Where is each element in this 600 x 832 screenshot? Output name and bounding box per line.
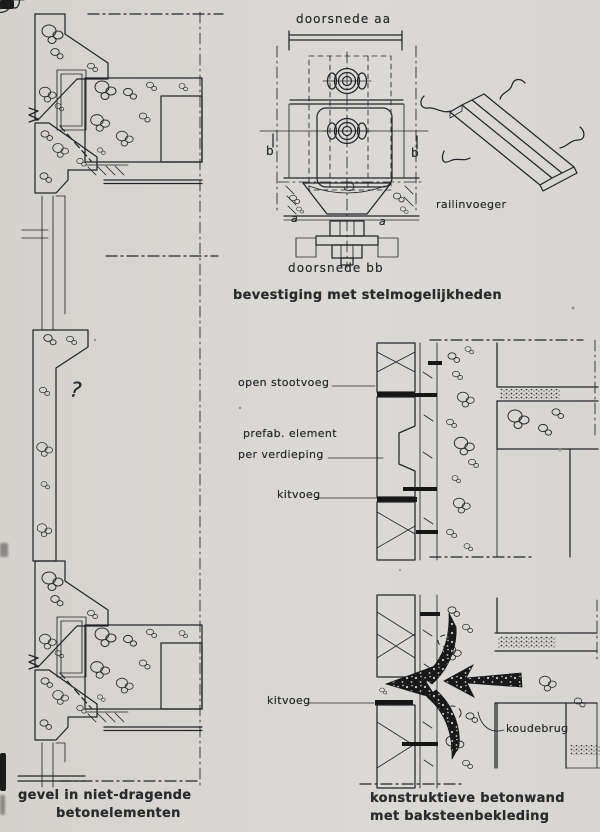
leader-koudebrug (477, 711, 505, 732)
joint-detail-bottom (29, 561, 202, 740)
wall-section-bottom-drawing (308, 594, 600, 789)
brick-veneer-lower (376, 704, 416, 789)
brick-veneer-upper (376, 594, 416, 678)
floor-slab-upper (496, 386, 599, 436)
spandrel-panel (32, 329, 89, 562)
wall-section-mid-drawing (316, 339, 599, 561)
wall-anchor (402, 742, 438, 746)
heat-flow-arrows (384, 612, 523, 760)
scan-artifact (0, 543, 8, 557)
caption-right-line1: konstruktieve betonwand (370, 791, 565, 806)
concrete-wall-mid (446, 342, 498, 552)
anchor-hooks (420, 78, 585, 163)
label-open-stootvoeg: open stootvoeg (238, 376, 330, 389)
section-marker-a-left: a (291, 212, 298, 225)
rail-channel-section (302, 182, 392, 215)
scan-artifact (0, 753, 6, 791)
facade-section-drawing (17, 11, 224, 789)
wall-corner-lower (359, 702, 600, 785)
floor-slab-upper (494, 599, 598, 661)
rail-inserter-drawing (420, 78, 585, 192)
adjusting-plate (316, 107, 393, 188)
wall-anchor (403, 487, 437, 491)
label-koudebrug: koudebrug (506, 722, 569, 735)
label-kitvoeg-mid: kitvoeg (277, 488, 321, 501)
section-marker-b-right: b (411, 146, 420, 160)
label-railinvoeger: railinvoeger (436, 198, 507, 211)
wall-anchor (420, 612, 440, 616)
caption-right-line2: met baksteenbekleding (370, 809, 550, 824)
wall-anchor (428, 361, 442, 365)
wall-corner-lower (429, 448, 599, 558)
hook-curl (343, 182, 355, 192)
section-bb-drawing (277, 177, 425, 266)
kitvoeg-joint-mid (377, 497, 417, 502)
label-prefab-element-line1: prefab. element (243, 427, 337, 440)
bolt-upper (322, 67, 372, 95)
section-line-bb (259, 130, 429, 150)
prefab-element (376, 396, 416, 498)
wall-anchor (407, 393, 437, 397)
housing-dashed-outline (308, 55, 392, 191)
open-stootvoeg-joint (377, 392, 415, 397)
kitvoeg-joint-bottom (375, 700, 413, 706)
lower-curved-arrow (426, 689, 460, 760)
scan-specks (93, 306, 575, 571)
brick-veneer-upper (376, 342, 416, 393)
title-doorsnede-bb: doorsnede bb (288, 261, 384, 275)
caption-left-line1: gevel in niet-dragende (18, 788, 192, 803)
label-kitvoeg-bottom: kitvoeg (267, 694, 311, 707)
joint-detail-top (29, 14, 202, 193)
window-frame-upper (21, 195, 66, 331)
upper-curved-arrow (422, 612, 457, 685)
bolt-stack (295, 220, 399, 266)
caption-left-line2: betonelementen (56, 806, 181, 821)
section-marker-a-right: a (379, 215, 386, 228)
title-doorsnede-aa: doorsnede aa (296, 12, 392, 26)
bolt-symbol (0, 0, 25, 14)
window-frame-lower (17, 742, 86, 788)
dimension-lines (288, 30, 403, 51)
wall-anchor (416, 530, 438, 534)
caption-fastening: bevestiging met stelmogelijkheden (233, 288, 502, 303)
main-arrow (384, 665, 438, 700)
brick-veneer-lower (376, 501, 416, 561)
section-marker-b-left: b (266, 144, 275, 158)
scan-artifact (0, 0, 14, 9)
fastening-plan-drawing (0, 0, 429, 269)
scan-artifact (0, 795, 5, 815)
straight-arrow (443, 663, 523, 698)
cavity-strip (403, 342, 442, 561)
label-prefab-element-line2: per verdieping (238, 448, 324, 461)
